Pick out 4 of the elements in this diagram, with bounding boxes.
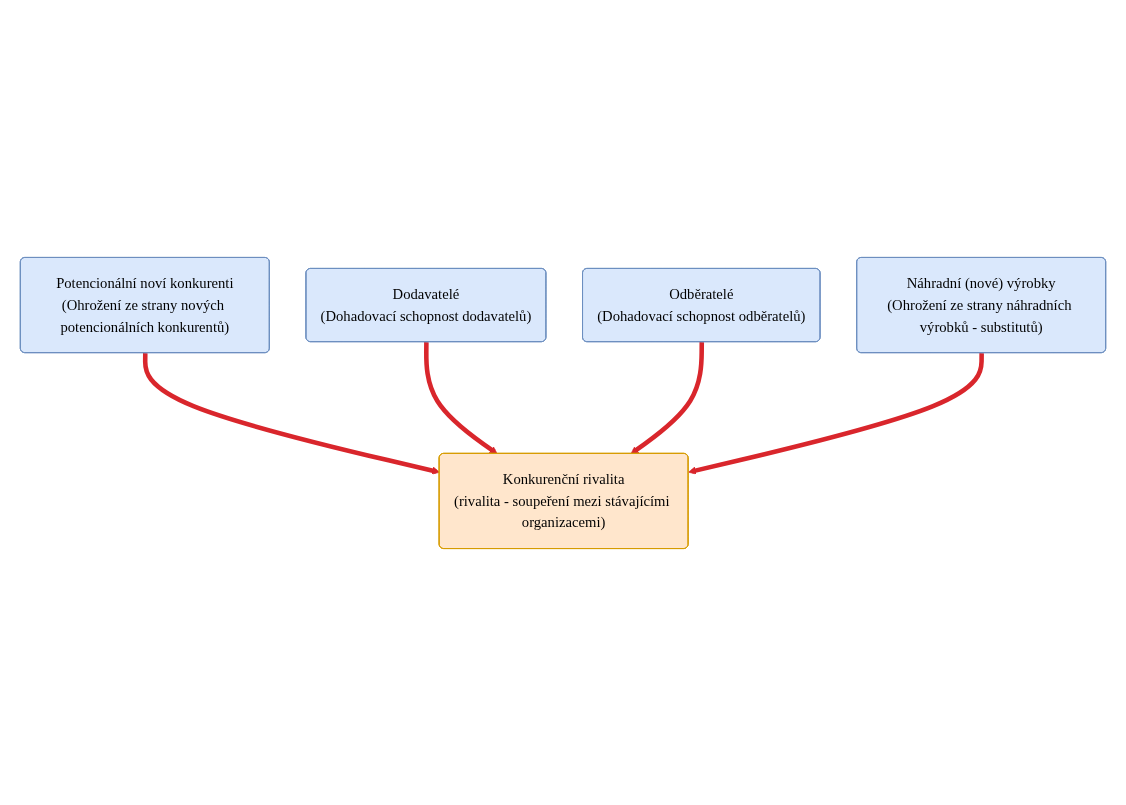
arrow (630, 341, 705, 454)
arrow (688, 352, 984, 474)
arrow (142, 352, 440, 475)
arrow (424, 341, 498, 454)
